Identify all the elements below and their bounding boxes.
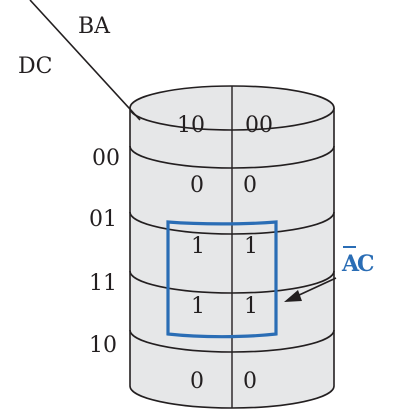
group-arrow-head: [284, 290, 302, 302]
group-term-var-rest: C: [357, 251, 375, 277]
cell-r3-c1: 0: [243, 369, 257, 394]
row-label-10: 10: [89, 333, 117, 358]
row-label-01: 01: [89, 207, 117, 232]
cell-r0-c1: 0: [243, 173, 257, 198]
header-diagonal-line: [29, 0, 141, 121]
cell-r1-c1: 1: [244, 234, 258, 259]
row-label-11: 11: [89, 271, 117, 296]
column-label-10: 10: [177, 113, 205, 138]
cell-r2-c0: 1: [191, 294, 205, 319]
cell-r0-c0: 0: [190, 173, 204, 198]
column-label-00: 00: [245, 113, 273, 138]
top-variables-label: BA: [78, 14, 111, 39]
side-variables-label: DC: [18, 54, 52, 79]
group-outline: [166, 220, 278, 339]
row-label-00: 00: [92, 146, 120, 171]
group-term-var-overbar: A: [341, 251, 360, 277]
cell-r3-c0: 0: [190, 369, 204, 394]
cell-r1-c0: 1: [191, 234, 205, 259]
group-arrow-line: [296, 277, 337, 297]
cell-r2-c1: 1: [244, 294, 258, 319]
